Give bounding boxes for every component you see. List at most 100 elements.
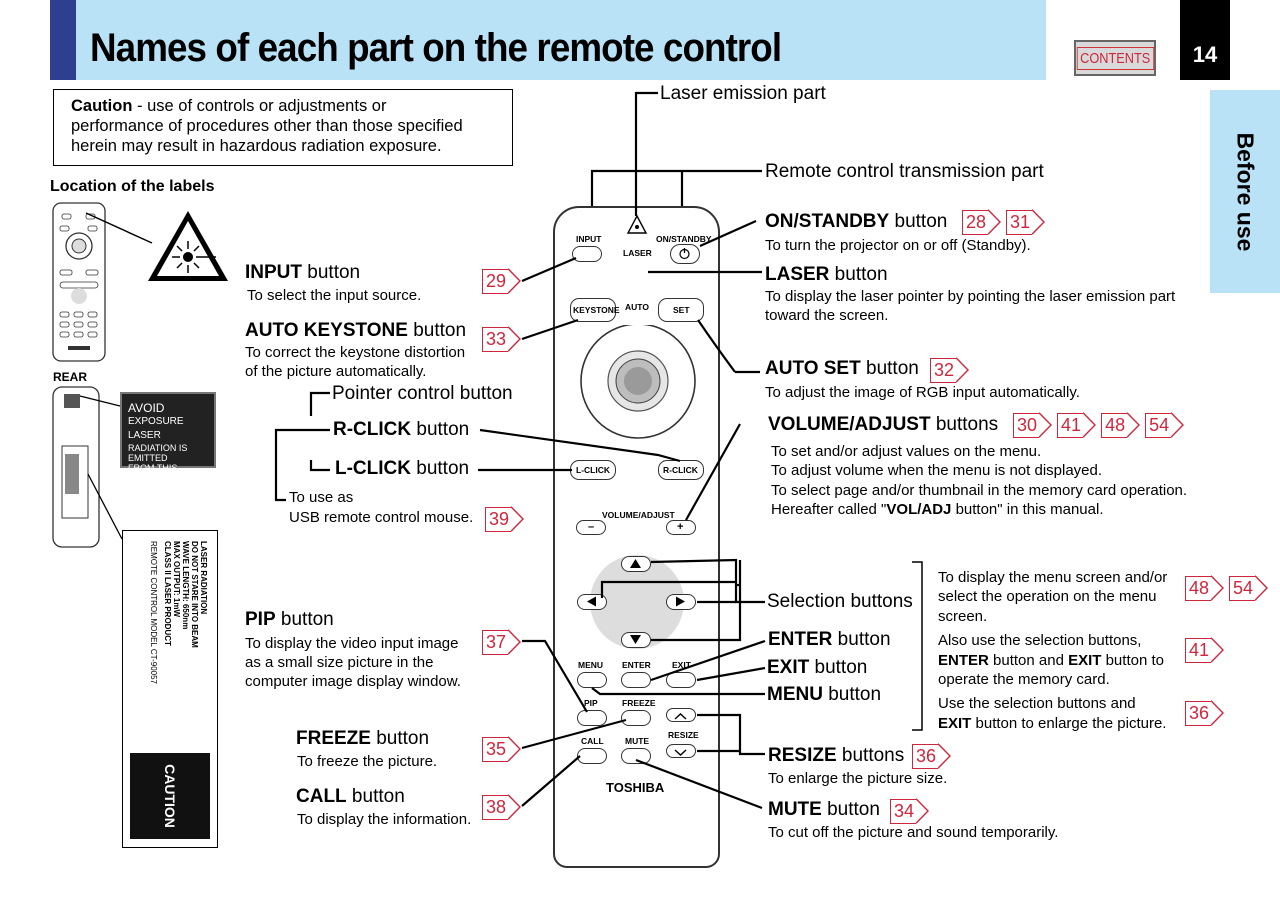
laser-heading-suffix: button bbox=[829, 264, 888, 285]
caution-text: - use of controls or adjustments or bbox=[132, 97, 387, 115]
page-ref-link[interactable]: 35 bbox=[482, 736, 522, 762]
input-refs[interactable]: 29 bbox=[482, 268, 526, 294]
rear-label: REAR bbox=[53, 370, 88, 384]
keystone-label: KEYSTONE bbox=[573, 305, 620, 315]
page-ref-link[interactable]: 31 bbox=[1006, 209, 1046, 235]
triangle-down-icon bbox=[630, 635, 641, 644]
page-ref-link[interactable]: 28 bbox=[962, 209, 1002, 235]
on-standby-button[interactable] bbox=[670, 244, 700, 264]
page-title: Names of each part on the remote control bbox=[90, 26, 782, 70]
chevron-right-icon bbox=[508, 794, 522, 820]
chevron-right-icon bbox=[1171, 412, 1185, 438]
volume-plus-button[interactable]: + bbox=[666, 520, 696, 535]
minus-label: – bbox=[588, 521, 595, 533]
page-ref-link[interactable]: 41 bbox=[1057, 412, 1097, 438]
usb-refs[interactable]: 39 bbox=[485, 506, 529, 532]
keystone-desc: To correct the keystone distortion bbox=[245, 344, 466, 361]
page-ref-number: 54 bbox=[1145, 412, 1172, 438]
input-heading: INPUT bbox=[245, 262, 302, 283]
page-ref-link[interactable]: 41 bbox=[1185, 637, 1225, 663]
menu-button[interactable] bbox=[577, 672, 607, 688]
input-label: INPUT bbox=[576, 234, 602, 244]
pointer-pad[interactable] bbox=[578, 325, 698, 445]
selection-desc: screen. bbox=[938, 608, 988, 625]
freeze-heading: FREEZE bbox=[296, 728, 371, 749]
selection-refs-2[interactable]: 41 bbox=[1185, 637, 1229, 663]
mute-refs[interactable]: 34 bbox=[890, 798, 934, 824]
volume-minus-button[interactable]: – bbox=[576, 520, 606, 535]
triangle-left-icon bbox=[587, 596, 596, 607]
r-click-button[interactable]: R-CLICK bbox=[658, 460, 704, 480]
keystone-refs[interactable]: 33 bbox=[482, 326, 526, 352]
page-ref-link[interactable]: 30 bbox=[1013, 412, 1053, 438]
chevron-right-icon bbox=[508, 629, 522, 655]
volume-desc: To adjust volume when the menu is not di… bbox=[771, 462, 1103, 479]
chevron-right-icon bbox=[1255, 575, 1269, 601]
exit-heading: EXIT bbox=[767, 657, 810, 678]
chevron-right-icon bbox=[938, 743, 952, 769]
page-ref-link[interactable]: 54 bbox=[1229, 575, 1269, 601]
selection-label: Selection buttons bbox=[767, 591, 913, 612]
input-heading-suffix: button bbox=[302, 262, 361, 283]
page-ref-number: 35 bbox=[482, 736, 509, 762]
volume-desc: To select page and/or thumbnail in the m… bbox=[771, 482, 1188, 499]
page-ref-link[interactable]: 32 bbox=[930, 357, 970, 383]
right-button[interactable] bbox=[666, 594, 696, 610]
pip-refs[interactable]: 37 bbox=[482, 629, 526, 655]
avoid-text: AVOID bbox=[128, 401, 165, 415]
section-tab[interactable]: Before use bbox=[1210, 90, 1280, 293]
down-button[interactable] bbox=[621, 632, 651, 648]
volume-desc-vol-adj: Hereafter called "VOL/ADJ button" in thi… bbox=[771, 501, 1104, 518]
keystone-heading: AUTO KEYSTONE bbox=[245, 320, 408, 341]
keystone-button[interactable]: KEYSTONE bbox=[570, 298, 620, 322]
page-ref-link[interactable]: 38 bbox=[482, 794, 522, 820]
page-ref-link[interactable]: 33 bbox=[482, 326, 522, 352]
enter-button[interactable] bbox=[621, 672, 651, 688]
page-ref-link[interactable]: 54 bbox=[1145, 412, 1185, 438]
caution-bold: Caution bbox=[71, 97, 133, 115]
pip-button[interactable] bbox=[577, 710, 607, 726]
resize-up-button[interactable] bbox=[666, 708, 696, 722]
freeze-refs[interactable]: 35 bbox=[482, 736, 526, 762]
r-click-heading: R-CLICK bbox=[333, 419, 412, 440]
page-ref-number: 38 bbox=[482, 794, 509, 820]
laser-label: LASER bbox=[623, 248, 652, 258]
selection-refs-3[interactable]: 36 bbox=[1185, 700, 1229, 726]
up-button[interactable] bbox=[621, 556, 651, 572]
page-ref-link[interactable]: 39 bbox=[485, 506, 525, 532]
exit-button[interactable] bbox=[666, 672, 696, 688]
page-ref-link[interactable]: 48 bbox=[1185, 575, 1225, 601]
call-button[interactable] bbox=[577, 748, 607, 764]
resize-down-button[interactable] bbox=[666, 744, 696, 758]
pip-heading-suffix: button bbox=[275, 609, 334, 630]
mute-label: MUTE bbox=[625, 736, 650, 746]
page-ref-number: 41 bbox=[1057, 412, 1084, 438]
page-ref-link[interactable]: 36 bbox=[912, 743, 952, 769]
radiation-text: FROM THIS APERTURE bbox=[128, 463, 178, 483]
input-button[interactable] bbox=[572, 246, 602, 262]
transmission-label: Remote control transmission part bbox=[765, 161, 1044, 182]
contents-button[interactable]: CONTENTS bbox=[1074, 40, 1156, 76]
chevron-right-icon bbox=[988, 209, 1002, 235]
left-button[interactable] bbox=[577, 594, 607, 610]
page-ref-link[interactable]: 34 bbox=[890, 798, 930, 824]
auto-set-refs[interactable]: 32 bbox=[930, 357, 974, 383]
on-standby-heading: ON/STANDBY bbox=[765, 211, 890, 232]
page-ref-link[interactable]: 37 bbox=[482, 629, 522, 655]
page-ref-link[interactable]: 48 bbox=[1101, 412, 1141, 438]
resize-refs[interactable]: 36 bbox=[912, 743, 956, 769]
contents-label: CONTENTS bbox=[1076, 46, 1154, 70]
freeze-button[interactable] bbox=[621, 710, 651, 726]
mute-button[interactable] bbox=[621, 748, 651, 764]
keystone-desc: of the picture automatically. bbox=[245, 363, 427, 380]
page-ref-link[interactable]: 29 bbox=[482, 268, 522, 294]
page-ref-number: 33 bbox=[482, 326, 509, 352]
chevron-right-icon bbox=[1211, 575, 1225, 601]
set-button[interactable]: SET bbox=[658, 298, 704, 322]
page-ref-number: 37 bbox=[482, 629, 509, 655]
call-refs[interactable]: 38 bbox=[482, 794, 526, 820]
page-ref-link[interactable]: 36 bbox=[1185, 700, 1225, 726]
